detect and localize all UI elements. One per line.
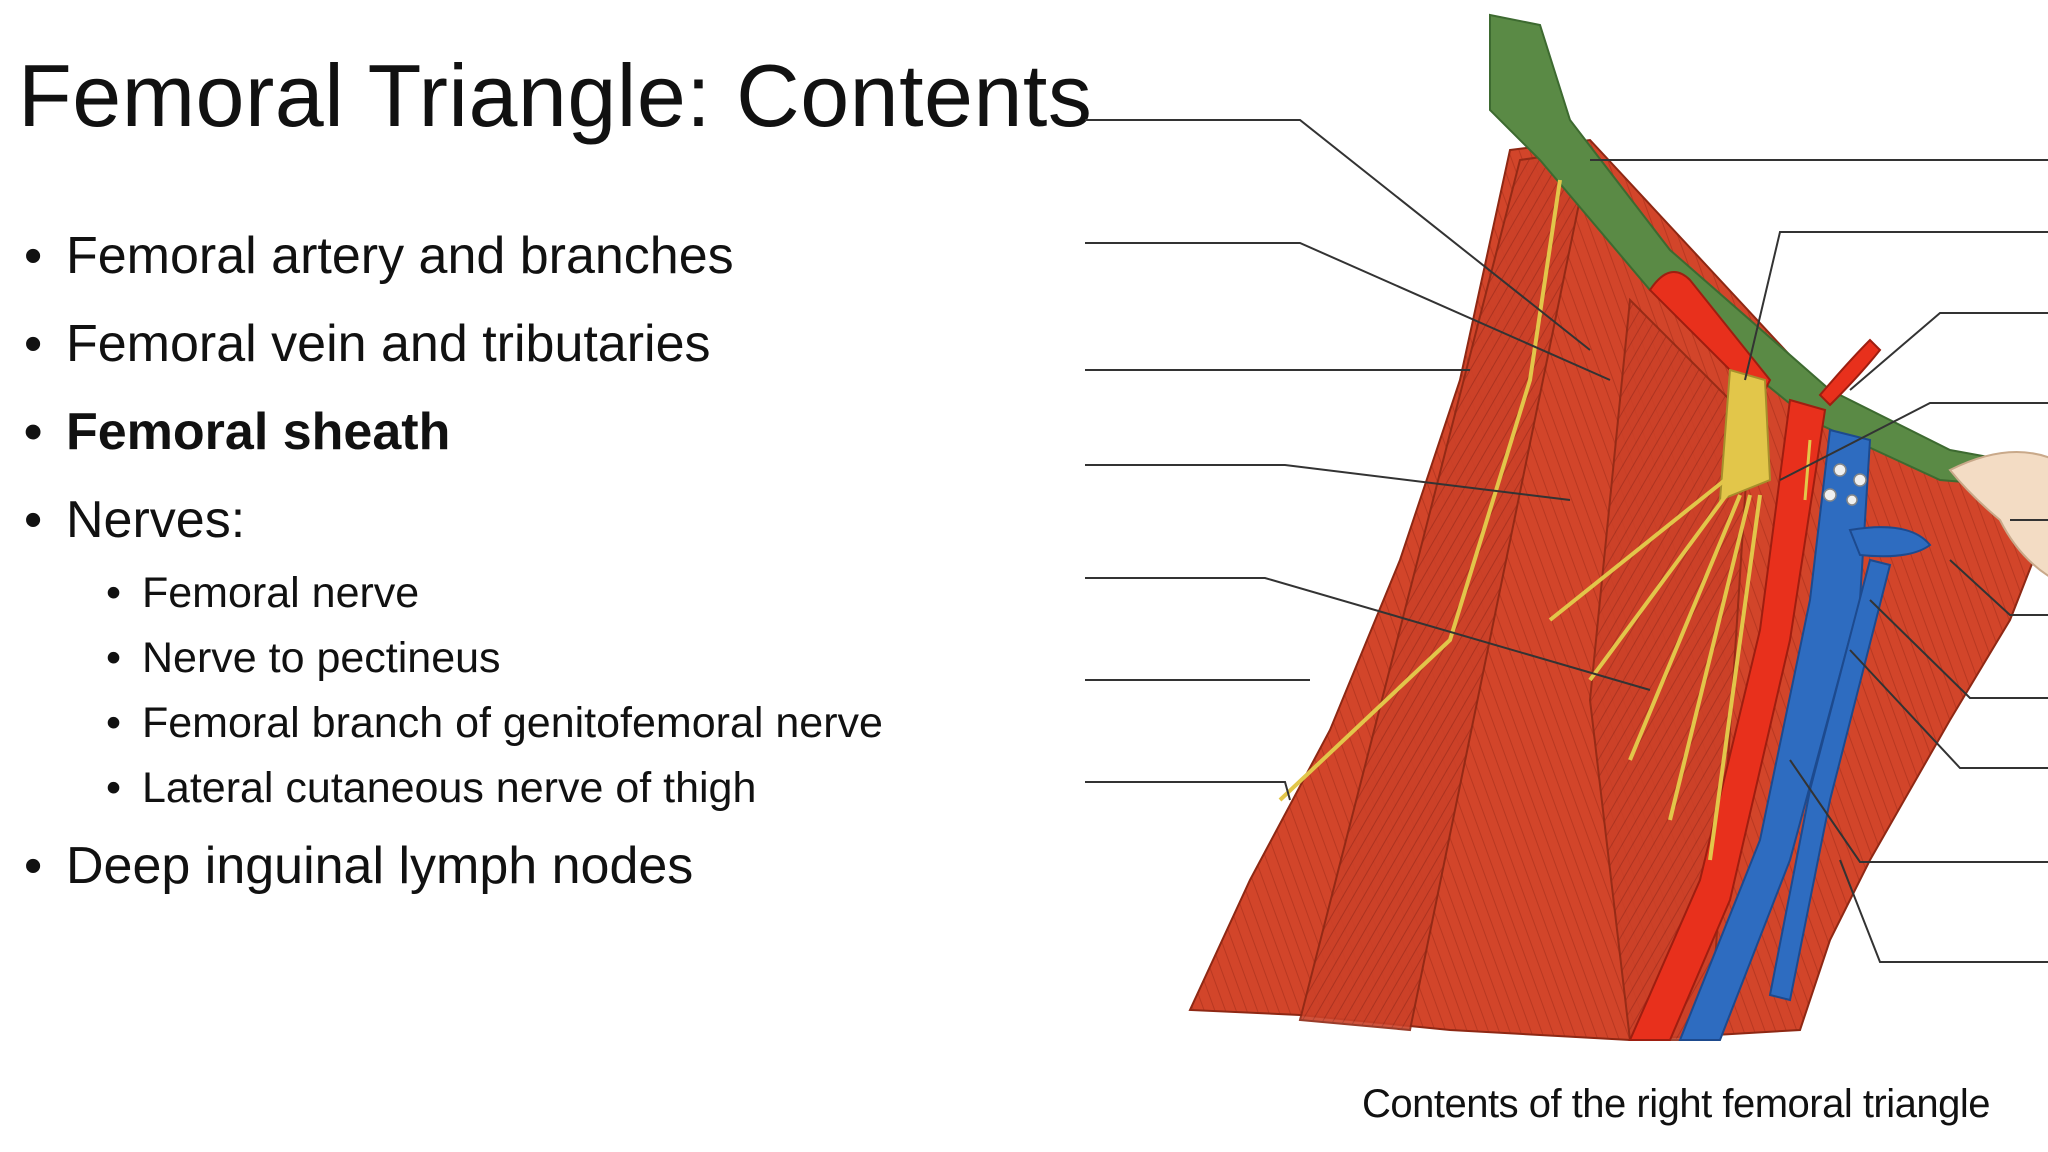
bullet-femoral-sheath: Femoral sheath [24,406,1064,458]
pubic-bone [1948,451,2048,577]
figure-caption: Contents of the right femoral triangle [1362,1082,1991,1126]
anatomy-figure [1070,0,2048,1152]
lateral-cutaneous-nerve [1278,179,1562,802]
arterial-branch [1648,271,1772,402]
vein-tributary [1848,526,1932,558]
sub-bullet-lateral-cutaneous-nerve: Lateral cutaneous nerve of thigh [24,767,1064,811]
bullet-nerves: Nerves: [24,494,1064,546]
lymph-nodes [1823,463,1867,506]
bullet-list: Femoral artery and branches Femoral vein… [24,230,1064,928]
genitofemoral-nerve-branch [1803,439,1812,501]
bullet-femoral-vein: Femoral vein and tributaries [24,318,1064,370]
femoral-vein [1678,428,1872,1041]
femoral-artery [1628,398,1827,1041]
sub-bullet-femoral-nerve: Femoral nerve [24,572,1064,616]
bullet-deep-inguinal-lymph-nodes: Deep inguinal lymph nodes [24,840,1064,892]
femoral-triangle-illustration [1085,13,2048,1042]
leader-lines [1085,119,2048,963]
bullet-femoral-artery: Femoral artery and branches [24,230,1064,282]
external-pudendal-artery [1818,338,1882,407]
sub-bullet-nerve-to-pectineus: Nerve to pectineus [24,637,1064,681]
nerves-sublist: Femoral nerve Nerve to pectineus Femoral… [24,572,1064,811]
slide-title: Femoral Triangle: Contents [18,46,1093,145]
femoral-nerve-branches [1548,478,1762,861]
femoral-nerve [1718,368,1772,502]
sub-bullet-genitofemoral-branch: Femoral branch of genitofemoral nerve [24,702,1064,746]
